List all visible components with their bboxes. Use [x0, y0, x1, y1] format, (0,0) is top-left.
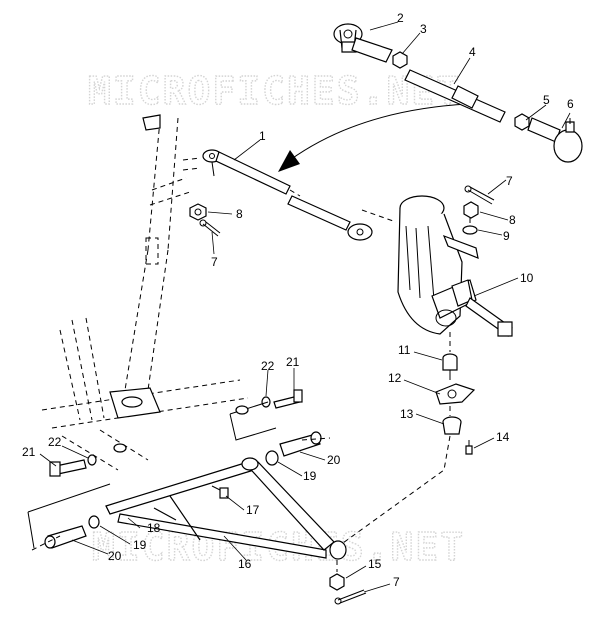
tie-rod-end-2	[333, 23, 393, 63]
callout-22-left: 22	[48, 435, 62, 449]
cotter-pin-7-left	[199, 219, 221, 237]
callout-labels: 2 3 4 5 6 1 7 8 9 8 7 10 11 12 13 14 22 …	[22, 11, 574, 589]
cotter-pin-7-upper	[464, 185, 495, 205]
callout-5: 5	[543, 93, 550, 107]
callout-22-right: 22	[261, 359, 275, 373]
callout-19-lower: 19	[133, 538, 147, 552]
grease-fitting-14	[465, 440, 473, 455]
leader-lines	[39, 21, 571, 593]
callout-15: 15	[368, 557, 382, 571]
callout-21-left: 21	[22, 445, 36, 459]
washer-9	[462, 225, 478, 235]
bolt-21-left	[49, 459, 87, 477]
callout-7-left: 7	[211, 255, 218, 269]
callout-7-upper: 7	[506, 174, 513, 188]
ball-joint-plate-12	[435, 383, 476, 405]
callout-17: 17	[246, 503, 260, 517]
bushing-20-upper	[279, 431, 322, 457]
grease-fitting-17	[211, 485, 229, 499]
jam-nut-5	[514, 113, 530, 131]
callout-12: 12	[388, 371, 402, 385]
assembly-arrow	[278, 103, 469, 172]
callout-11: 11	[398, 343, 411, 357]
callout-21-right: 21	[286, 355, 300, 369]
callout-7-bottom: 7	[393, 575, 400, 589]
jam-nut-3	[392, 51, 408, 69]
frame-bracket-left	[27, 483, 111, 549]
callout-13: 13	[400, 407, 414, 421]
ball-joint-13	[442, 416, 462, 435]
spindle-10	[397, 195, 513, 337]
callout-8-left: 8	[236, 207, 243, 221]
callout-8-right: 8	[509, 213, 516, 227]
callout-9: 9	[503, 229, 510, 243]
callout-6: 6	[567, 97, 574, 111]
callout-18: 18	[147, 521, 161, 535]
nut-8-right	[463, 201, 479, 219]
cotter-pin-7-bottom	[334, 589, 367, 605]
callout-19-upper: 19	[303, 469, 317, 483]
bolt-21-right	[273, 389, 303, 409]
nut-8-left	[189, 203, 207, 221]
callout-14: 14	[496, 430, 510, 444]
callout-16: 16	[238, 557, 252, 571]
steering-post	[41, 114, 249, 471]
callout-20-upper: 20	[327, 453, 341, 467]
ball-joint-stud-11	[442, 353, 458, 380]
washer-19-lower	[88, 515, 100, 529]
washer-19-upper	[265, 450, 279, 466]
callout-1: 1	[259, 129, 266, 143]
a-arm-16	[105, 457, 347, 560]
watermark-top: MICROFICHES.NET	[88, 69, 461, 113]
bushing-20-lower	[44, 525, 87, 549]
callout-3: 3	[420, 22, 427, 36]
washer-22-left	[87, 454, 97, 466]
washer-22-right	[261, 396, 271, 408]
tie-rod-end-6	[527, 117, 583, 163]
callout-20-lower: 20	[108, 549, 122, 563]
nut-15	[329, 573, 345, 591]
callout-10: 10	[520, 271, 534, 285]
callout-2: 2	[397, 11, 404, 25]
adjuster-sleeve-4	[404, 69, 506, 123]
tie-rod-1	[202, 149, 397, 241]
callout-4: 4	[469, 45, 476, 59]
